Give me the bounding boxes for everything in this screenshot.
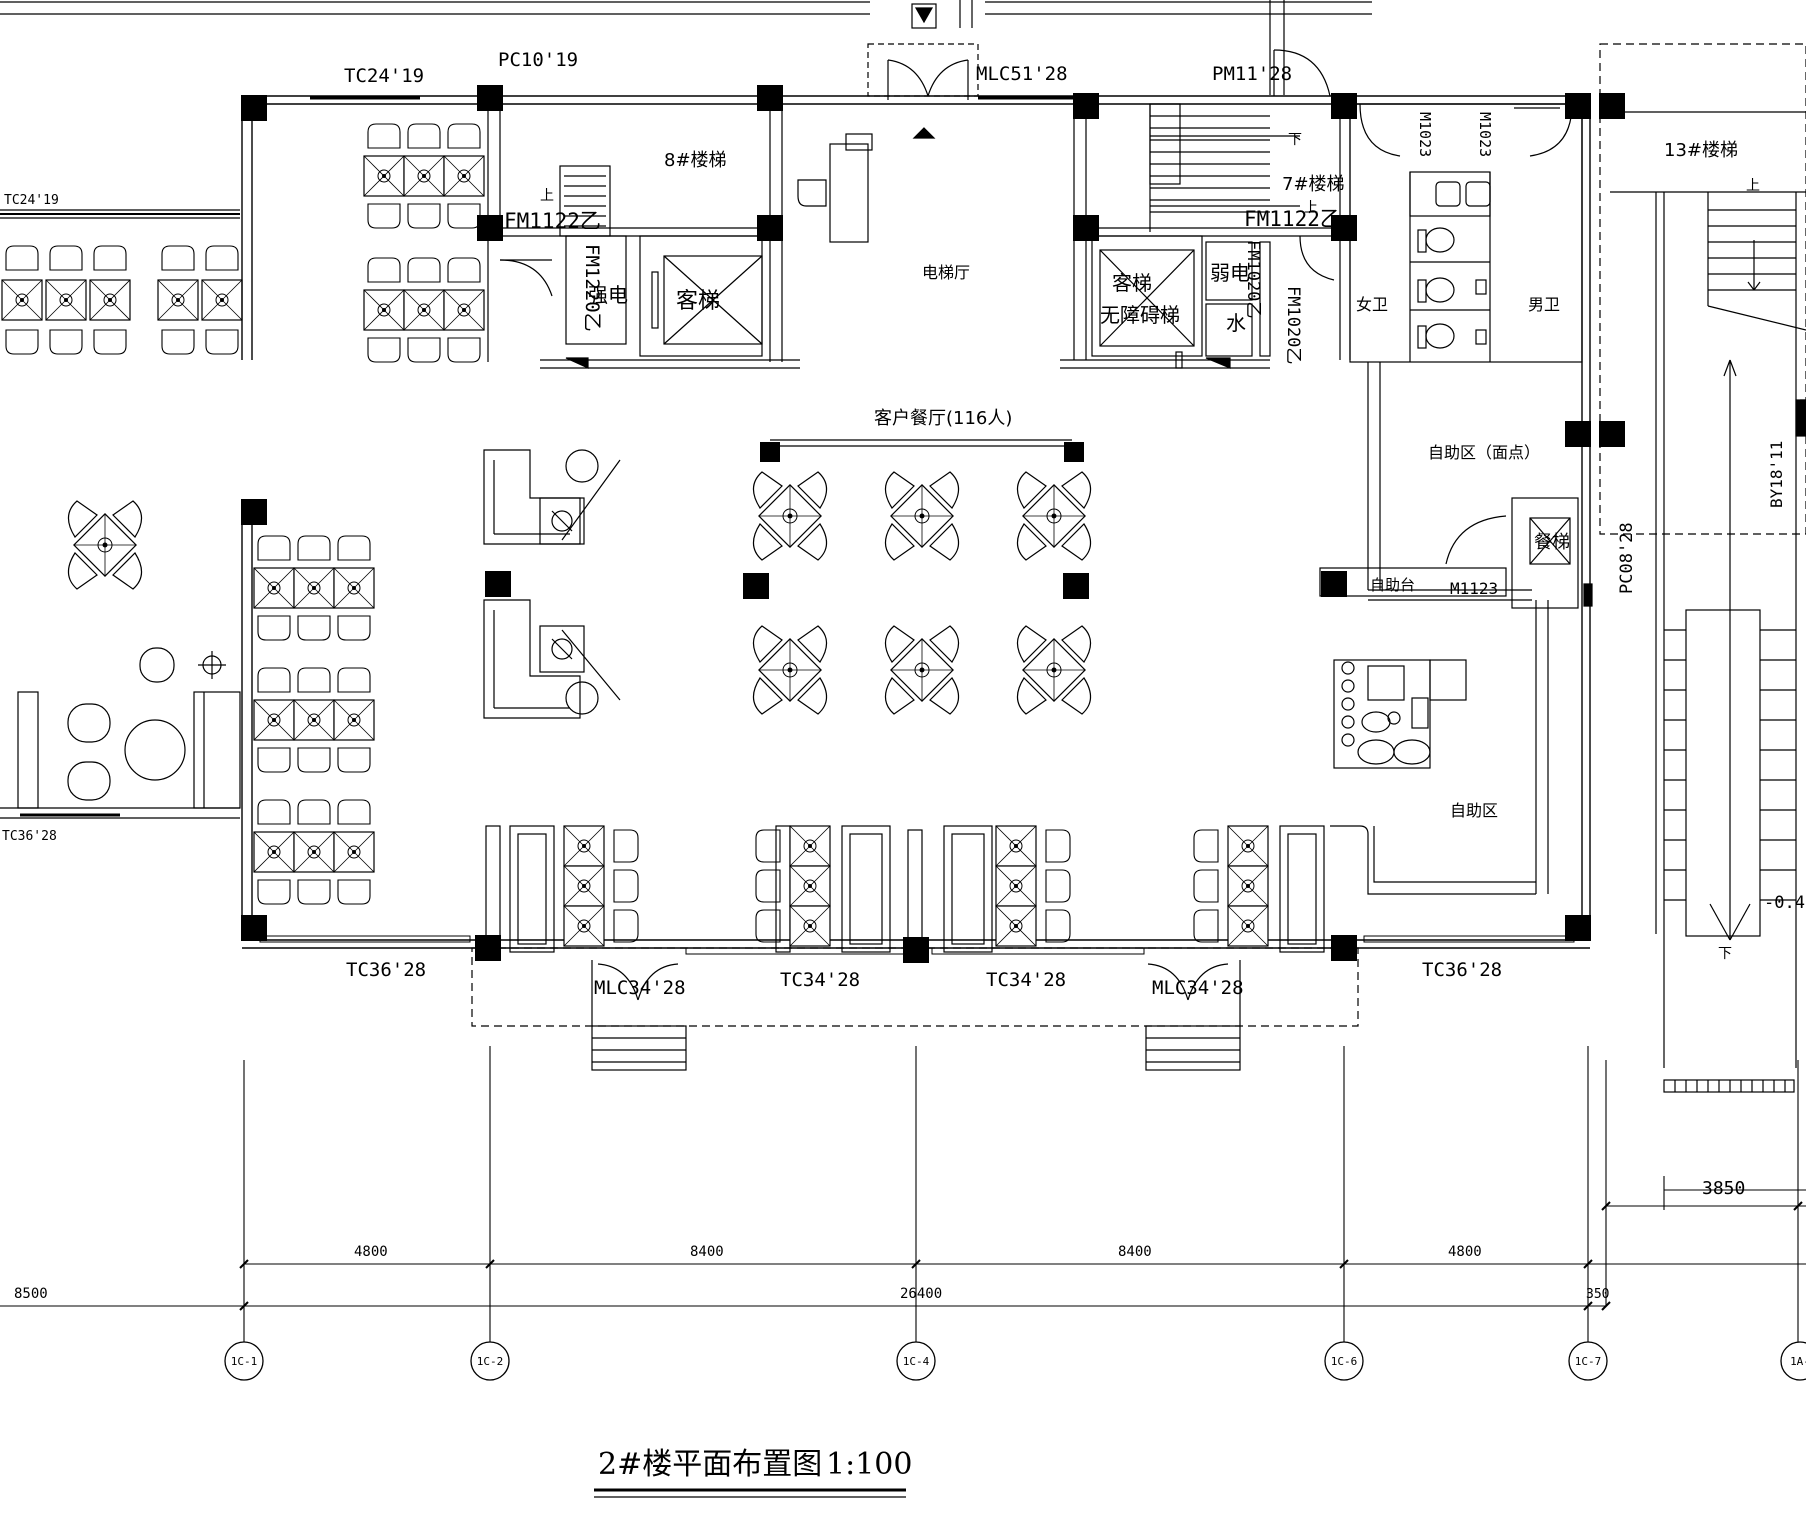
dimension-lines [0, 1046, 1806, 1342]
label-tc2419-left: TC24'19 [4, 193, 59, 208]
label-elevator-hall: 电梯厅 [922, 263, 970, 282]
label-self-service: 自助区 [1450, 801, 1498, 820]
dim-26400: 26400 [900, 1286, 942, 1302]
label-stair8-up: 上 [540, 188, 554, 204]
label-stair-down: 下 [1288, 132, 1302, 148]
label-fm1020-b: FM1020乙 [1283, 286, 1303, 364]
label-level: -0.40 [1764, 893, 1806, 913]
dim-8400-a: 8400 [690, 1244, 724, 1260]
label-m1023-a: M1023 [1416, 112, 1434, 157]
label-self-service-noodle: 自助区（面点） [1428, 443, 1540, 462]
label-tc2419-top: TC24'19 [344, 65, 424, 87]
axis-1c2: 1C-2 [477, 1355, 504, 1368]
label-self-service-counter: 自助台 [1370, 576, 1415, 594]
label-womens-wc: 女卫 [1356, 295, 1388, 314]
label-tc3428-a: TC34'28 [780, 969, 860, 991]
left-wing-tables [1, 245, 243, 590]
label-stair13-up: 上 [1746, 178, 1760, 194]
label-pc1019: PC10'19 [498, 49, 578, 71]
label-fm1220: FM1220乙 [581, 244, 603, 332]
label-mlc5128: MLC51'28 [976, 63, 1068, 85]
label-m1123: M1123 [1450, 579, 1498, 598]
core-area [487, 43, 1806, 1093]
label-weak-power: 弱电 [1210, 261, 1250, 285]
drawing-title-block: 2#楼平面布置图 1:100 [594, 1447, 912, 1498]
label-tc3628-left: TC36'28 [346, 959, 426, 981]
axis-1c4: 1C-4 [903, 1355, 930, 1368]
axis-1c7: 1C-7 [1575, 1355, 1602, 1368]
label-dumbwaiter: 餐梯 [1534, 532, 1570, 553]
label-m1023-b: M1023 [1476, 112, 1494, 157]
label-fm1122-right: FM1122乙 [1244, 207, 1341, 231]
label-mlc3428-right: MLC34'28 [1152, 977, 1244, 999]
label-stair-13: 13#楼梯 [1664, 140, 1738, 161]
label-dining-hall: 客户餐厅(116人) [874, 408, 1012, 429]
label-pm1128: PM11'28 [1212, 63, 1292, 85]
top-edge [0, 0, 1372, 95]
dim-8400-b: 8400 [1118, 1244, 1152, 1260]
label-mlc3428-left: MLC34'28 [594, 977, 686, 999]
label-mens-wc: 男卫 [1528, 295, 1560, 314]
left-wing [0, 209, 241, 819]
label-passenger-lift-left: 客梯 [676, 289, 720, 314]
dining-hall-tables [752, 439, 1092, 715]
label-water: 水 [1226, 311, 1246, 335]
lounge-sofas [483, 449, 621, 719]
dim-350: 350 [1586, 1287, 1609, 1302]
axis-1c6: 1C-6 [1331, 1355, 1358, 1368]
label-stair-7: 7#楼梯 [1282, 174, 1345, 195]
label-stair13-down: 下 [1718, 946, 1732, 962]
dim-4800-a: 4800 [354, 1244, 388, 1260]
booth-seating [485, 825, 1325, 957]
label-by1811: BY18'11 [1767, 441, 1786, 508]
entrance-canopy [471, 947, 1359, 1071]
label-tc3628-right: TC36'28 [1422, 959, 1502, 981]
axis-1c1: 1C-1 [231, 1355, 258, 1368]
dimension-ticks [239, 1201, 1803, 1311]
axis-labels: 1C-1 1C-2 1C-4 1C-6 1C-7 1A- [231, 1355, 1806, 1368]
structural-columns [241, 85, 1625, 963]
label-passenger-lift-right: 客梯 [1112, 271, 1152, 295]
dim-3850: 3850 [1702, 1178, 1745, 1199]
dim-8500: 8500 [14, 1286, 48, 1302]
label-stair-up: 上 [1304, 200, 1318, 216]
drawing-title: 2#楼平面布置图 [598, 1447, 822, 1482]
drawing-scale: 1:100 [826, 1447, 912, 1482]
label-fm1020-a: FM1020乙 [1243, 240, 1263, 318]
label-tc3628-far: TC36'28 [2, 829, 57, 844]
label-barrier-free-lift: 无障碍梯 [1100, 303, 1180, 327]
label-tc3428-b: TC34'28 [986, 969, 1066, 991]
label-stair-8: 8#楼梯 [664, 150, 727, 171]
grid-axis-bubbles [224, 1341, 1806, 1381]
left-dining-tables [253, 123, 485, 905]
axis-1a: 1A- [1790, 1355, 1806, 1368]
dim-4800-b: 4800 [1448, 1244, 1482, 1260]
label-fm1122-left: FM1122乙 [504, 209, 601, 233]
room-labels: 8#楼梯 7#楼梯 13#楼梯 电梯厅 客梯 客梯 无障碍梯 强电 弱电 水 女… [540, 132, 1760, 962]
opening-labels: TC24'19 TC24'19 PC10'19 MLC51'28 PM11'28… [2, 49, 1806, 999]
label-strong-power: 强电 [588, 283, 628, 307]
label-pc0828: PC08'28 [1617, 522, 1637, 594]
dimension-labels: 4800 8400 8400 4800 8500 26400 350 3850 [14, 1178, 1745, 1302]
